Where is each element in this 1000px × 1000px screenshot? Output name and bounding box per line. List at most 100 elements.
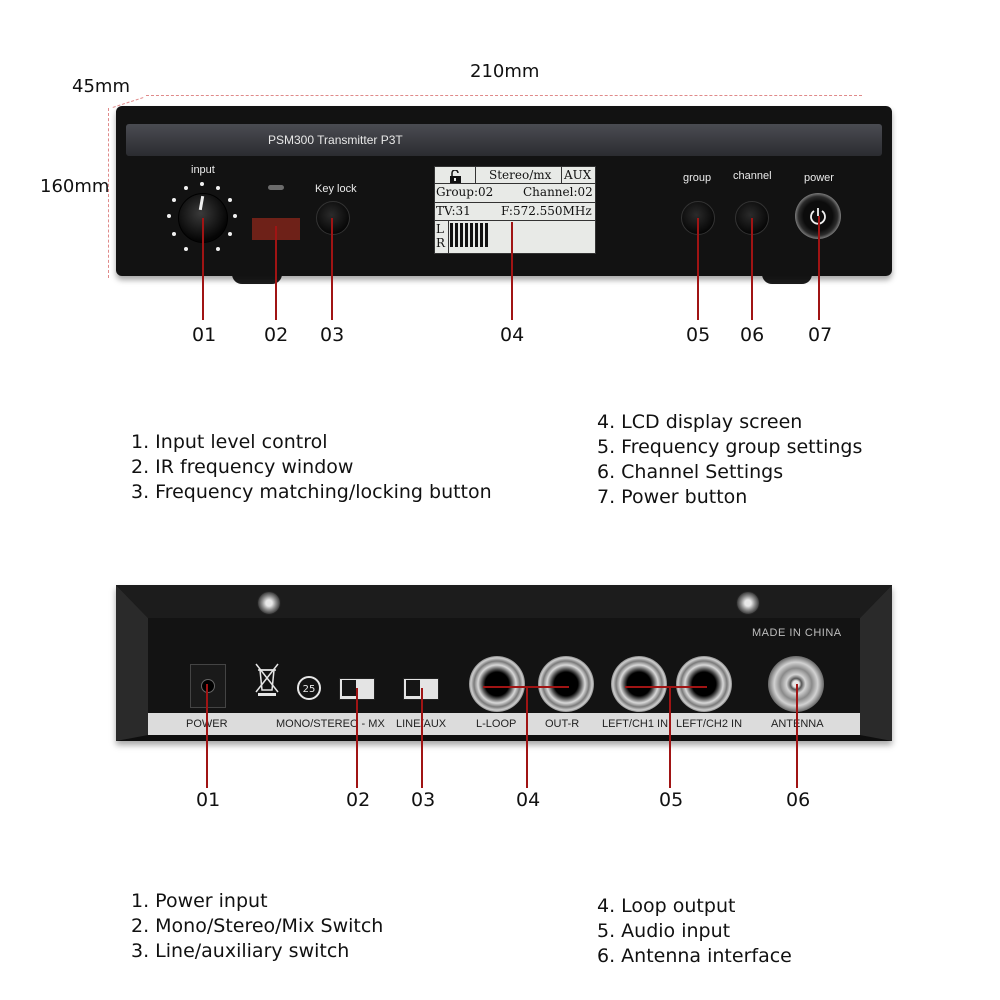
callout-line-04 xyxy=(511,222,513,320)
knob-scale-dot xyxy=(216,247,220,251)
legend-item: 2. IR frequency window xyxy=(131,456,354,478)
front-top-bar xyxy=(126,124,882,156)
out-r-jack[interactable] xyxy=(538,656,594,712)
front-legend-left: 1. Input level control 2. IR frequency w… xyxy=(131,430,492,505)
callout-number: 01 xyxy=(192,324,217,346)
power-label: power xyxy=(804,172,834,184)
callout-number: 07 xyxy=(808,324,833,346)
callout-number: 05 xyxy=(686,324,711,346)
width-dimension-label: 210mm xyxy=(470,61,540,82)
knob-scale-dot xyxy=(172,232,176,236)
lcd-frequency: F:572.550MHz xyxy=(501,204,592,218)
key-lock-label: Key lock xyxy=(315,183,357,195)
screw-icon xyxy=(736,591,760,615)
rear-port-label: L-LOOP xyxy=(476,718,517,730)
knob-scale-dot xyxy=(184,247,188,251)
audio-level-meter xyxy=(450,223,488,247)
legend-item: 4. Loop output xyxy=(597,895,736,917)
l-loop-jack[interactable] xyxy=(469,656,525,712)
rear-callout-line-05 xyxy=(669,686,671,788)
made-in-label: MADE IN CHINA xyxy=(752,627,842,639)
legend-item: 6. Antenna interface xyxy=(597,945,792,967)
channel-label: channel xyxy=(733,170,772,182)
lcd-display: Stereo/mx AUX Group:02 Channel:02 TV:31 … xyxy=(434,166,596,254)
height-dimension-line xyxy=(108,108,109,278)
weee-bin-icon xyxy=(255,663,279,696)
lcd-source: AUX xyxy=(564,168,592,182)
rear-label-strip xyxy=(148,713,860,735)
legend-item: 2. Mono/Stereo/Mix Switch xyxy=(131,915,384,937)
callout-number: 04 xyxy=(516,789,541,811)
input-label: input xyxy=(191,164,215,176)
rear-callout-line-03 xyxy=(421,688,423,788)
knob-scale-dot xyxy=(167,214,171,218)
callout-number: 02 xyxy=(346,789,371,811)
lcd-group: Group:02 xyxy=(436,185,494,199)
rear-legend-right: 4. Loop output 5. Audio input 6. Antenna… xyxy=(597,894,792,969)
knob-scale-dot xyxy=(200,182,204,186)
rear-port-label: OUT-R xyxy=(545,718,580,730)
depth-dimension-label: 45mm xyxy=(72,76,130,97)
rear-port-label: MONO/STEREO - MX xyxy=(276,718,385,730)
screw-icon xyxy=(257,591,281,615)
power-jack-hole xyxy=(201,679,215,693)
svg-text:25: 25 xyxy=(303,684,316,695)
callout-number: 06 xyxy=(740,324,765,346)
rear-callout-line-02 xyxy=(356,688,358,788)
rear-port-label: LEFT/CH1 IN xyxy=(602,718,669,730)
unlock-icon xyxy=(450,170,461,183)
ir-indicator-led xyxy=(268,185,284,190)
legend-item: 6. Channel Settings xyxy=(597,461,784,483)
knob-scale-dot xyxy=(228,198,232,202)
callout-line-01 xyxy=(202,218,204,320)
rear-bevel xyxy=(116,585,892,741)
legend-item: 4. LCD display screen xyxy=(597,411,803,433)
model-name: PSM300 Transmitter P3T xyxy=(268,133,403,147)
recycle-25-icon: 25 xyxy=(297,676,321,700)
front-legend-right: 4. LCD display screen 5. Frequency group… xyxy=(597,410,862,510)
legend-item: 5. Audio input xyxy=(597,920,731,942)
legend-item: 5. Frequency group settings xyxy=(597,436,863,458)
left-ch1-in-jack[interactable] xyxy=(611,656,667,712)
switch-knob xyxy=(342,680,356,696)
knob-scale-dot xyxy=(172,198,176,202)
rear-callout-bracket-05 xyxy=(625,686,707,688)
legend-item: 3. Frequency matching/locking button xyxy=(131,481,492,503)
callout-number: 05 xyxy=(659,789,684,811)
callout-line-02 xyxy=(275,226,277,320)
lcd-channel: Channel:02 xyxy=(523,185,593,199)
callout-line-07 xyxy=(818,216,820,320)
lcd-left-label: L xyxy=(436,222,444,236)
callout-line-03 xyxy=(331,218,333,320)
callout-number: 01 xyxy=(196,789,221,811)
rear-callout-line-04 xyxy=(526,686,528,788)
left-ch2-in-jack[interactable] xyxy=(676,656,732,712)
rear-callout-line-01 xyxy=(206,684,208,788)
callout-line-06 xyxy=(751,218,753,320)
callout-number: 06 xyxy=(786,789,811,811)
lcd-right-label: R xyxy=(436,236,446,250)
callout-number: 04 xyxy=(500,324,525,346)
legend-item: 7. Power button xyxy=(597,486,748,508)
legend-item: 1. Power input xyxy=(131,890,268,912)
knob-scale-dot xyxy=(184,186,188,190)
rear-callout-line-06 xyxy=(796,684,798,788)
legend-item: 3. Line/auxiliary switch xyxy=(131,940,350,962)
height-dimension-label: 160mm xyxy=(40,176,110,197)
callout-number: 03 xyxy=(411,789,436,811)
group-label: group xyxy=(683,172,712,184)
rear-legend-left: 1. Power input 2. Mono/Stereo/Mix Switch… xyxy=(131,889,383,964)
switch-knob xyxy=(406,680,420,696)
lcd-mode: Stereo/mx xyxy=(489,168,552,182)
callout-number: 02 xyxy=(264,324,289,346)
callout-line-05 xyxy=(697,218,699,320)
knob-scale-dot xyxy=(216,186,220,190)
rear-port-label: LEFT/CH2 IN xyxy=(676,718,743,730)
width-dimension-line xyxy=(146,95,862,96)
lcd-tv: TV:31 xyxy=(436,204,471,218)
legend-item: 1. Input level control xyxy=(131,431,328,453)
knob-scale-dot xyxy=(233,214,237,218)
key-lock-button[interactable] xyxy=(316,201,350,235)
knob-scale-dot xyxy=(228,232,232,236)
callout-number: 03 xyxy=(320,324,345,346)
